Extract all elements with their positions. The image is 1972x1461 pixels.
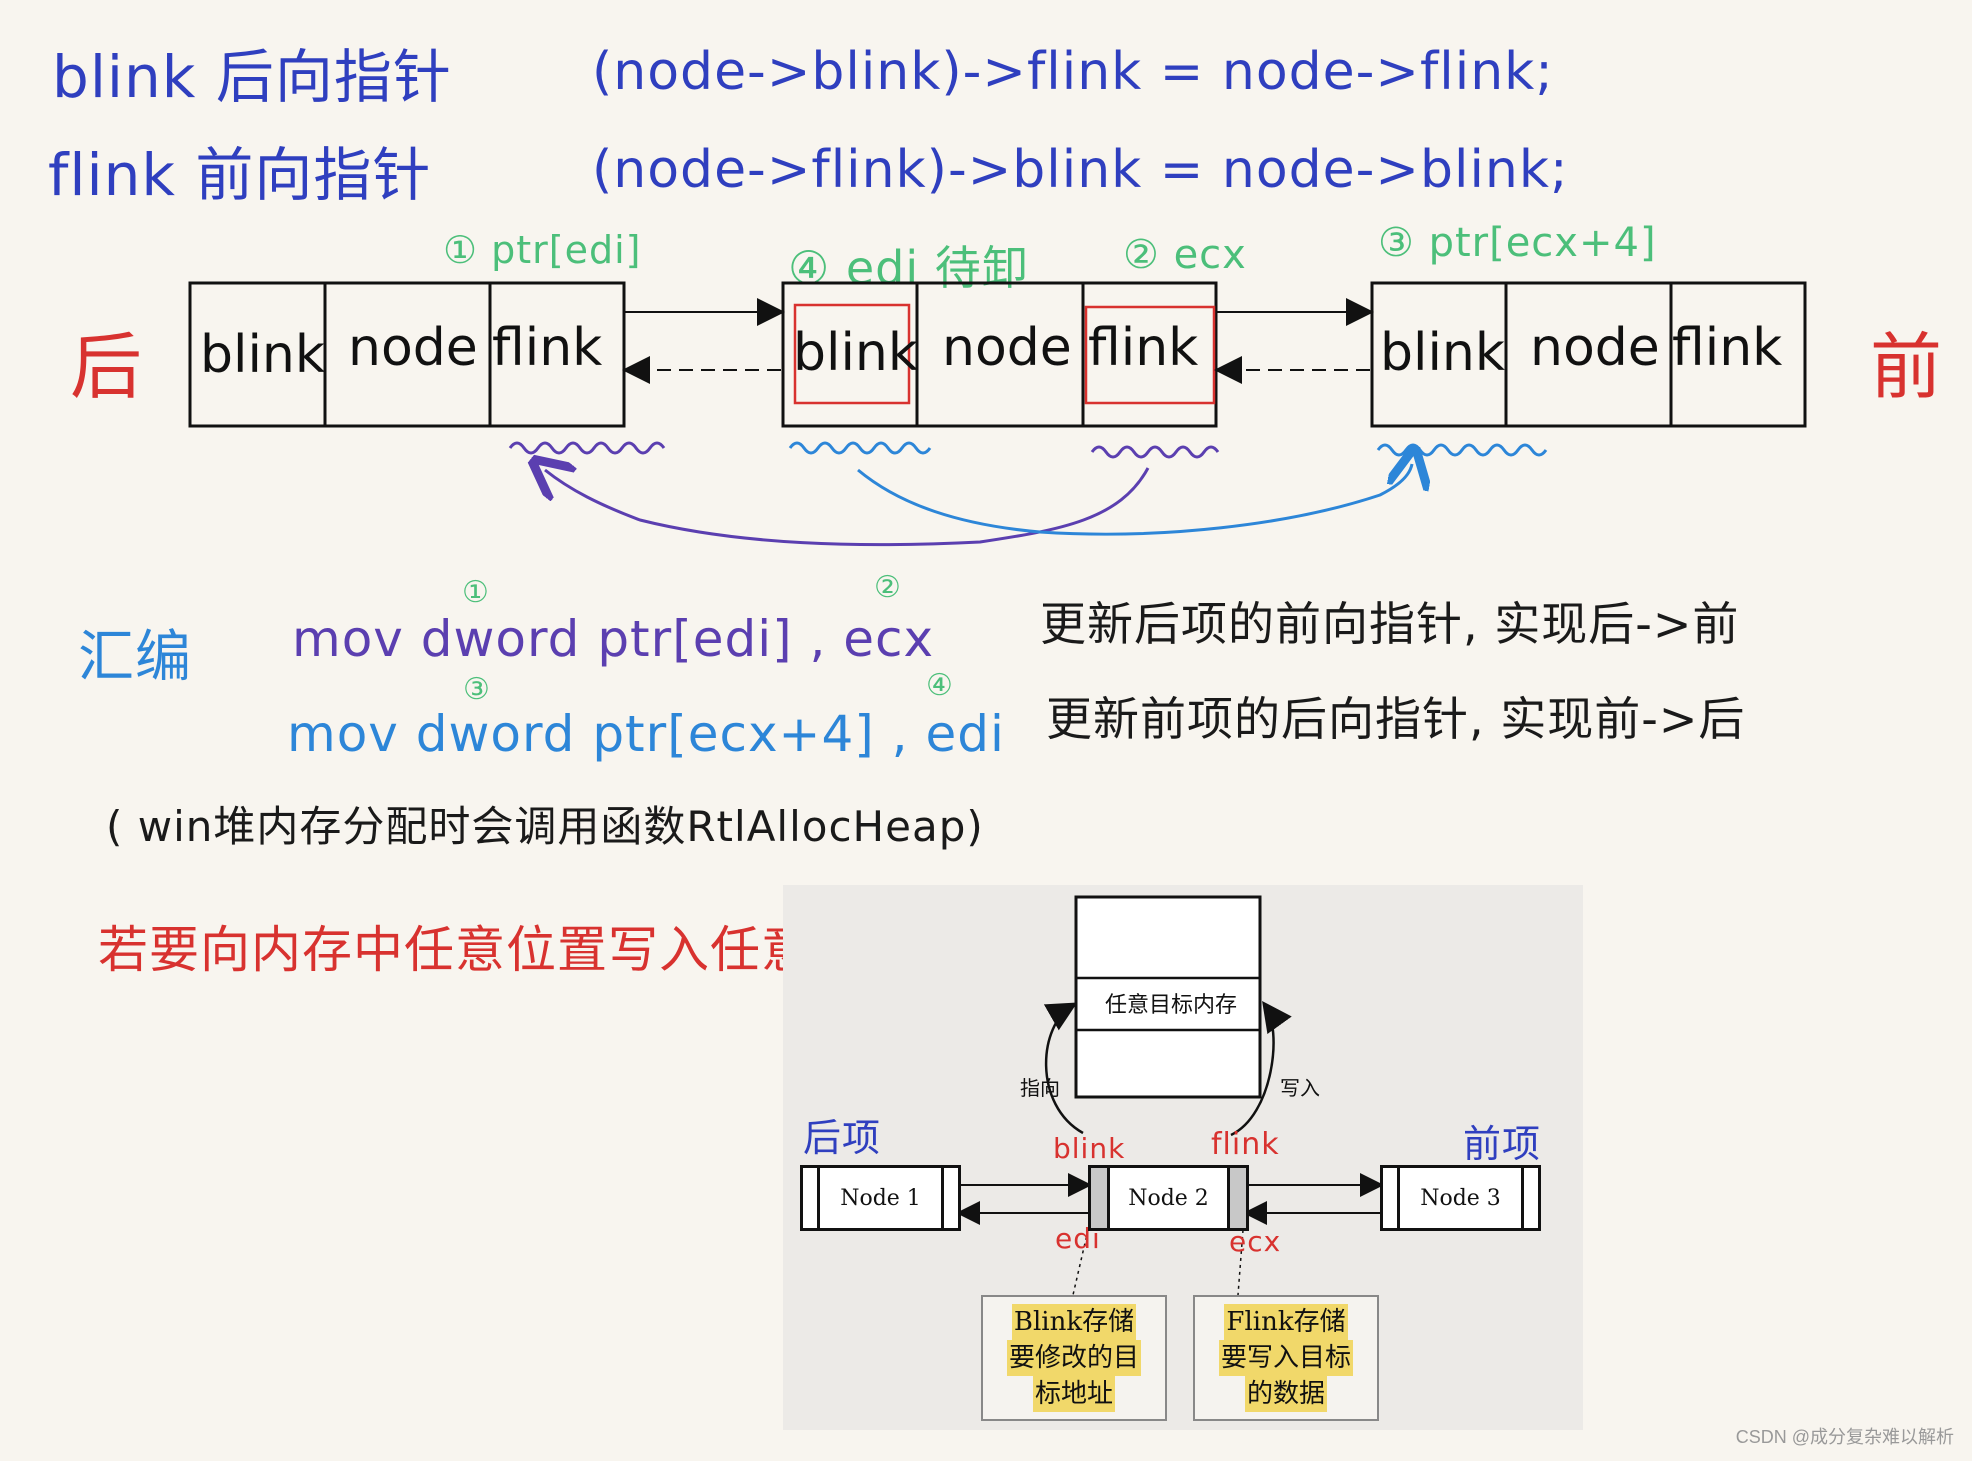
annotation-ptr-ecx4: ③ ptr[ecx+4] <box>1378 220 1657 266</box>
asm-line1-mark1: ① <box>462 575 490 610</box>
wavy-underline-node2-blink <box>788 441 932 455</box>
figure-node-3-label: Node 3 <box>1420 1185 1501 1211</box>
asm-note-2: 更新前项的后向指针, 实现前->后 <box>1046 692 1746 746</box>
node-1-flink: flink <box>492 318 602 378</box>
figure-flink-label: flink <box>1211 1127 1280 1162</box>
figure-node-2: Node 2 <box>1088 1165 1249 1231</box>
figure-note-flink-line-2: 要写入目标 <box>1218 1340 1353 1376</box>
figure-target-memory: 任意目标内存 <box>1104 993 1237 1018</box>
unlink-figure: 任意目标内存 指向 写入 后项 前项 blink flink edi ecx N… <box>783 885 1583 1430</box>
asm-label: 汇编 <box>78 625 192 690</box>
asm-line2-mark1: ③ <box>463 672 491 707</box>
figure-note-blink-line-3: 标地址 <box>1032 1376 1115 1412</box>
watermark: CSDN @成分复杂难以解析 <box>1735 1427 1954 1447</box>
asm-line2-mark2: ④ <box>926 668 954 703</box>
figure-back-item: 后项 <box>803 1116 882 1160</box>
figure-arrows <box>956 895 1384 1296</box>
figure-note-blink-line-2: 要修改的目 <box>1006 1340 1141 1376</box>
asm-line-2: mov dword ptr[ecx+4] , edi <box>287 705 1005 763</box>
figure-note-blink-line-1: Blink存储 <box>1011 1304 1137 1340</box>
node-2-blink: blink <box>793 323 918 383</box>
node-2-node: node <box>942 318 1072 378</box>
formula-line-1: (node->blink)->flink = node->flink; <box>592 42 1554 102</box>
blue-curve-arrow <box>857 464 1412 536</box>
figure-blink-label: blink <box>1053 1132 1126 1165</box>
formula-line-2: (node->flink)->blink = node->blink; <box>592 140 1569 200</box>
node-3-node: node <box>1530 318 1660 378</box>
figure-note-flink-line-3: 的数据 <box>1244 1376 1327 1412</box>
node-1-blink: blink <box>200 325 325 385</box>
blink-definition: blink 后向指针 <box>52 43 452 111</box>
flink-definition: flink 前向指针 <box>48 141 432 209</box>
label-front: 前 <box>1870 325 1944 409</box>
figure-note-blink: Blink存储 要修改的目 标地址 <box>981 1295 1167 1421</box>
figure-points-to: 指向 <box>1020 1076 1060 1100</box>
annotation-ecx: ② ecx <box>1123 232 1247 278</box>
asm-line-1: mov dword ptr[edi] , ecx <box>292 610 935 668</box>
node-2-flink-highlight <box>1084 305 1216 405</box>
node-1: blink node flink <box>188 281 626 428</box>
figure-node-3: Node 3 <box>1380 1165 1541 1231</box>
figure-node-1-label: Node 1 <box>840 1185 921 1211</box>
figure-node-2-label: Node 2 <box>1128 1185 1209 1211</box>
annotation-edi-unload: ④ edi 待卸 <box>788 241 1029 295</box>
label-back: 后 <box>70 325 144 409</box>
linked-list-diagram: blink node flink blink node flink blink … <box>188 281 1807 547</box>
wavy-underline-node3-blink <box>1376 443 1548 457</box>
asm-line1-mark2: ② <box>874 570 902 605</box>
figure-writes: 写入 <box>1280 1076 1320 1100</box>
figure-note-flink-line-1: Flink存储 <box>1224 1304 1348 1340</box>
wavy-underline-node2-flink <box>1090 445 1220 459</box>
figure-front-item: 前项 <box>1463 1122 1542 1166</box>
wavy-underline-node1-flink <box>508 441 666 455</box>
purple-curve-arrow <box>545 468 1150 547</box>
node-3-flink: flink <box>1672 318 1782 378</box>
annotation-ptr-edi: ① ptr[edi] <box>443 228 642 272</box>
arbitrary-write-note: 若要向内存中任意位置写入任意数据 <box>98 921 914 979</box>
node-2-blink-highlight <box>793 303 911 405</box>
node-3: blink node flink <box>1370 281 1807 428</box>
figure-node-1: Node 1 <box>800 1165 961 1231</box>
figure-note-flink: Flink存储 要写入目标 的数据 <box>1193 1295 1379 1421</box>
win-heap-note: ( win堆内存分配时会调用函数RtlAllocHeap) <box>106 802 984 851</box>
asm-note-1: 更新后项的前向指针, 实现后->前 <box>1040 597 1740 651</box>
node-3-blink: blink <box>1380 323 1505 383</box>
node-2-flink: flink <box>1088 318 1198 378</box>
node-2: blink node flink <box>781 281 1218 428</box>
node-1-node: node <box>348 318 478 378</box>
